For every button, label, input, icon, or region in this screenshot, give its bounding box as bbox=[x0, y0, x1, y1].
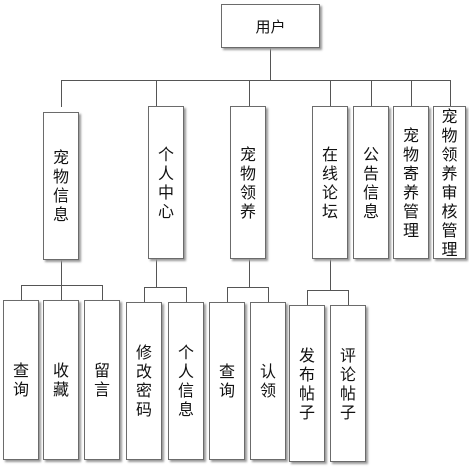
connector-line bbox=[102, 285, 103, 301]
connector-line bbox=[249, 80, 250, 107]
leaf-node-label: 查询 bbox=[218, 362, 235, 400]
connector-line bbox=[61, 80, 62, 107]
connector-line bbox=[450, 80, 451, 107]
connector-line bbox=[348, 290, 349, 306]
leaf-node: 收藏 bbox=[43, 300, 79, 460]
connector-line bbox=[371, 80, 372, 107]
connector-line bbox=[307, 290, 349, 291]
connector-line bbox=[270, 48, 271, 81]
module-node: 宠物寄养管理 bbox=[393, 106, 429, 259]
leaf-node: 发布帖子 bbox=[289, 305, 325, 462]
leaf-node-label: 修改密码 bbox=[135, 343, 152, 419]
leaf-node: 评论帖子 bbox=[330, 305, 366, 462]
module-node: 在线论坛 bbox=[312, 106, 348, 259]
connector-line bbox=[21, 285, 103, 286]
connector-line bbox=[156, 259, 157, 288]
leaf-node: 认领 bbox=[250, 302, 286, 460]
connector-line bbox=[21, 285, 22, 301]
module-node: 公告信息 bbox=[353, 106, 389, 259]
connector-line bbox=[249, 259, 250, 288]
connector-line bbox=[144, 287, 145, 303]
module-node-label: 公告信息 bbox=[362, 144, 379, 221]
leaf-node: 个人信息 bbox=[168, 302, 204, 460]
leaf-node-label: 认领 bbox=[259, 362, 276, 400]
connector-line bbox=[61, 80, 451, 81]
connector-line bbox=[227, 287, 228, 303]
connector-line bbox=[411, 80, 412, 107]
leaf-node: 留言 bbox=[84, 300, 120, 460]
leaf-node-label: 查询 bbox=[12, 361, 29, 399]
leaf-node-label: 评论帖子 bbox=[339, 345, 356, 422]
connector-line bbox=[156, 80, 157, 107]
module-node: 宠物信息 bbox=[43, 112, 79, 260]
connector-line bbox=[330, 80, 331, 107]
module-node-label: 宠物领养审核管理 bbox=[441, 106, 458, 259]
connector-line bbox=[330, 259, 331, 291]
module-node-label: 宠物信息 bbox=[52, 148, 69, 224]
leaf-node-label: 留言 bbox=[93, 361, 110, 399]
leaf-node-label: 个人信息 bbox=[177, 343, 194, 419]
connector-line bbox=[144, 287, 187, 288]
module-node-label: 宠物领养 bbox=[239, 144, 256, 221]
leaf-node: 查询 bbox=[209, 302, 245, 460]
connector-line bbox=[307, 290, 308, 306]
leaf-node-label: 收藏 bbox=[52, 361, 69, 399]
connector-line bbox=[186, 287, 187, 303]
module-node-label: 在线论坛 bbox=[321, 144, 338, 221]
module-node-label: 宠物寄养管理 bbox=[402, 125, 419, 240]
module-node-label: 个人中心 bbox=[157, 144, 174, 221]
leaf-node: 修改密码 bbox=[126, 302, 162, 460]
root-node-label: 用户 bbox=[255, 17, 286, 36]
connector-line bbox=[227, 287, 269, 288]
module-node: 个人中心 bbox=[148, 106, 184, 259]
module-node: 宠物领养 bbox=[230, 106, 266, 259]
connector-line bbox=[61, 260, 62, 286]
connector-line bbox=[61, 285, 62, 301]
connector-line bbox=[268, 287, 269, 303]
leaf-node: 查询 bbox=[3, 300, 39, 460]
leaf-node-label: 发布帖子 bbox=[298, 345, 315, 422]
module-node: 宠物领养审核管理 bbox=[433, 106, 466, 259]
root-node: 用户 bbox=[221, 4, 320, 48]
